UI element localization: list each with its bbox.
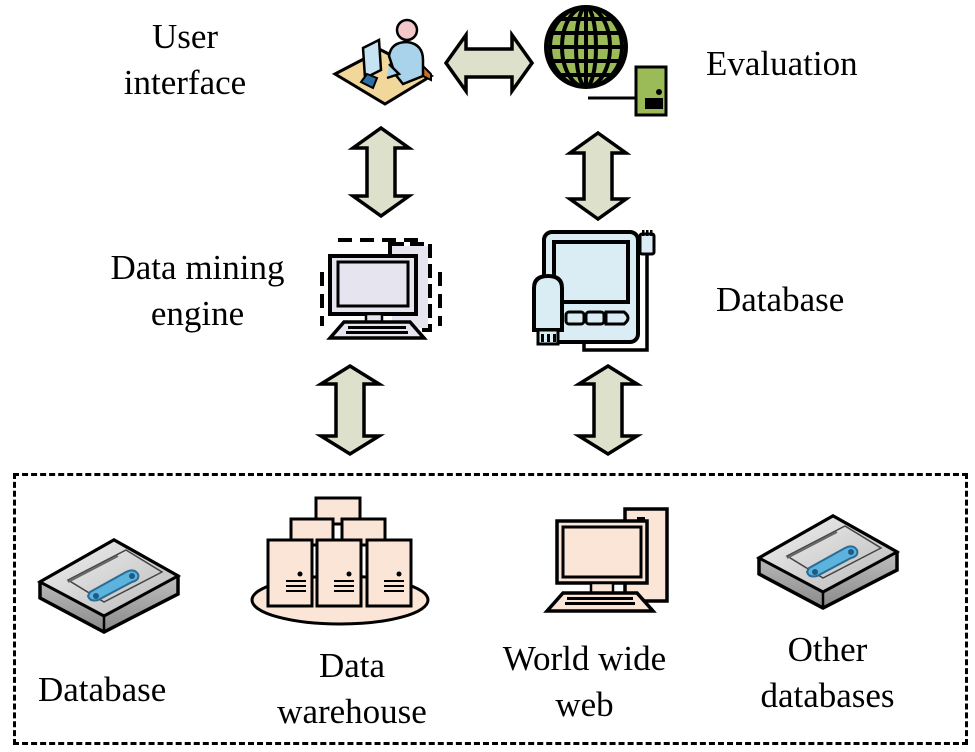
server-cluster-icon — [250, 496, 430, 626]
storage-cartridge-icon — [755, 513, 901, 610]
storage-cartridge-icon — [36, 537, 182, 634]
evaluation-label: Evaluation — [706, 44, 858, 83]
bidirectional-arrow-engine-sources — [314, 363, 386, 457]
user-interface-label: User interface — [123, 17, 247, 102]
bidirectional-arrow-eval-database — [564, 130, 632, 222]
source-other-databases-label: Other databases — [760, 630, 895, 715]
user-at-computer-icon — [331, 18, 435, 106]
bidirectional-arrow-database-sources — [572, 363, 644, 457]
source-world-wide-web-label: World wide web — [502, 639, 667, 724]
source-database-label: Database — [38, 670, 167, 709]
world-wide-web-computer-icon — [543, 507, 669, 613]
data-sources-container — [13, 473, 968, 745]
desktop-computer-icon — [320, 238, 442, 340]
database-top-label: Database — [716, 280, 845, 319]
bidirectional-arrow-horizontal — [443, 29, 535, 97]
pda-device-icon — [532, 230, 656, 352]
source-data-warehouse-label: Data warehouse — [277, 646, 427, 731]
bidirectional-arrow-ui-engine — [347, 125, 415, 219]
data-mining-engine-label: Data mining engine — [110, 248, 285, 333]
globe-server-icon — [544, 5, 668, 117]
